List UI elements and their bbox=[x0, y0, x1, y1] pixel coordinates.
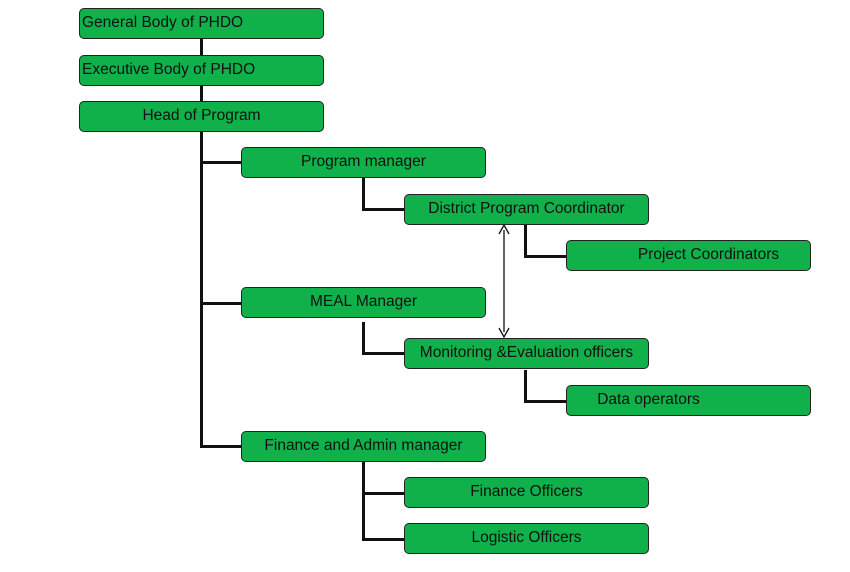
connector-meal-me bbox=[362, 352, 404, 355]
connector-general-executive bbox=[200, 38, 203, 55]
node-project-coordinators: Project Coordinators bbox=[566, 240, 811, 271]
connector-pm-down bbox=[362, 178, 365, 211]
node-logistic-officers: Logistic Officers bbox=[404, 523, 649, 554]
connector-trunk-program-manager bbox=[200, 161, 242, 164]
node-executive-body: Executive Body of PHDO bbox=[79, 55, 324, 86]
double-arrow-icon bbox=[498, 224, 510, 338]
connector-fa-logistic bbox=[362, 538, 404, 541]
node-meal-manager: MEAL Manager bbox=[241, 287, 486, 318]
connector-dpc-down bbox=[524, 225, 527, 258]
node-head-of-program: Head of Program bbox=[79, 101, 324, 132]
connector-trunk-finance-admin bbox=[200, 445, 242, 448]
connector-fa-down bbox=[362, 462, 365, 541]
node-finance-admin-manager: Finance and Admin manager bbox=[241, 431, 486, 462]
connector-meal-down bbox=[362, 322, 365, 355]
node-finance-officers: Finance Officers bbox=[404, 477, 649, 508]
connector-head-trunk bbox=[200, 131, 203, 447]
connector-fa-finance bbox=[362, 492, 404, 495]
connector-me-data bbox=[524, 400, 566, 403]
node-me-officers: Monitoring &Evaluation officers bbox=[404, 338, 649, 369]
connector-dpc-project bbox=[524, 255, 566, 258]
node-general-body: General Body of PHDO bbox=[79, 8, 324, 39]
connector-me-down bbox=[524, 370, 527, 403]
node-data-operators: Data operators bbox=[566, 385, 811, 416]
node-program-manager: Program manager bbox=[241, 147, 486, 178]
connector-executive-head bbox=[200, 85, 203, 101]
node-district-program-coordinator: District Program Coordinator bbox=[404, 194, 649, 225]
connector-pm-dpc bbox=[362, 208, 404, 211]
connector-trunk-meal-manager bbox=[200, 302, 242, 305]
